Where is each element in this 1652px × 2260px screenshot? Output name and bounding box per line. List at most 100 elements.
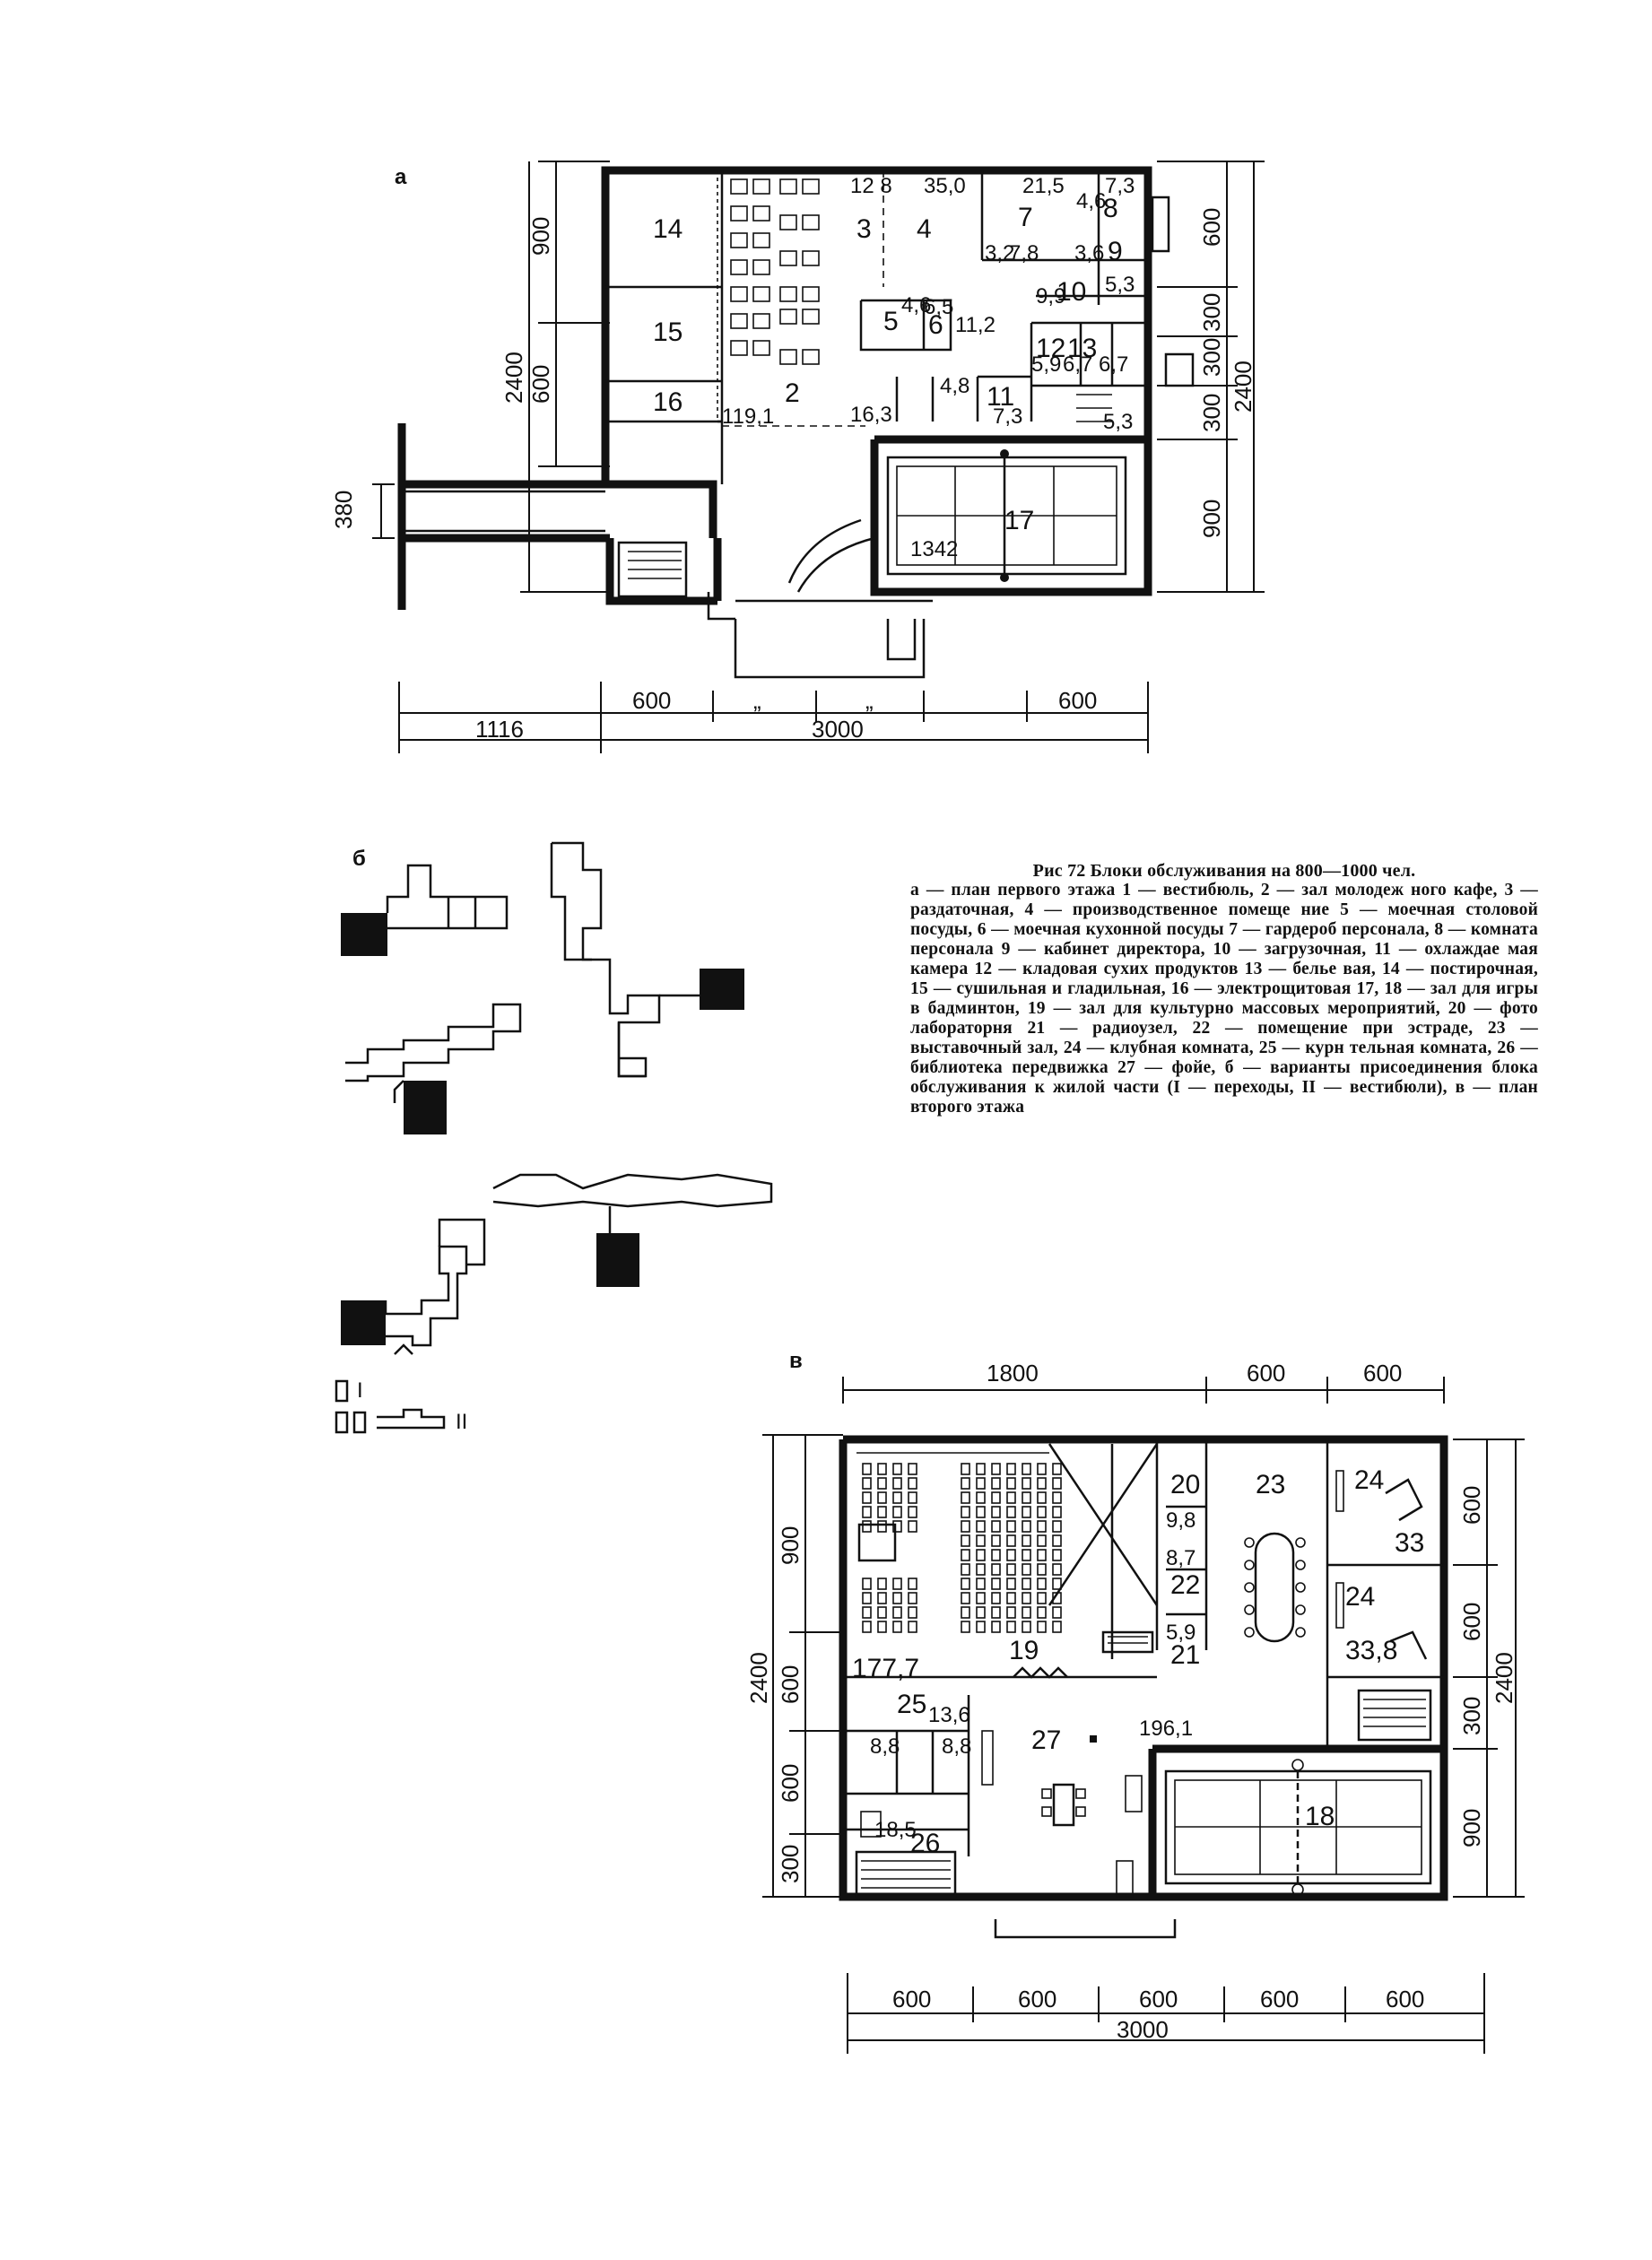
hall-seat: [1037, 1592, 1047, 1604]
plan-a-walls: [397, 166, 1152, 679]
hall-seat: [991, 1621, 1001, 1633]
hall-seat: [892, 1592, 902, 1604]
hall-seat: [961, 1606, 970, 1619]
variant-4: [341, 1218, 486, 1355]
plan-c-hall-seats: [856, 1443, 1159, 1679]
dim-left-2400: 2400: [745, 1652, 772, 1704]
hall-seat: [1037, 1506, 1047, 1518]
variant-3: [492, 1173, 773, 1287]
dim-bottom-600-3: 600: [1139, 1986, 1178, 2012]
hall-seat: [961, 1549, 970, 1561]
area-small-r: 8,8: [942, 1734, 971, 1759]
hall-seat: [1006, 1477, 1016, 1490]
dim-right-600a: 600: [1458, 1486, 1485, 1525]
dim-bottom-ditto-a: „: [753, 687, 761, 714]
area-10: 9,9: [1036, 284, 1065, 309]
hall-seat: [892, 1506, 902, 1518]
plan-a: а: [330, 161, 1265, 753]
area-26: 18,5: [874, 1818, 917, 1842]
hall-seat: [1006, 1506, 1016, 1518]
hall-seat: [862, 1621, 872, 1633]
room-12: 12: [1036, 334, 1065, 363]
hall-seat: [892, 1477, 902, 1490]
room-7: 7: [1018, 203, 1033, 232]
hall-seat: [1037, 1606, 1047, 1619]
hall-seat: [961, 1563, 970, 1576]
hall-seat: [1006, 1606, 1016, 1619]
hall-seat: [1022, 1491, 1031, 1504]
plan-a-dimensions: 900 2400 600 380 600 300 300 300 2400 90…: [330, 161, 1265, 753]
hall-seat: [908, 1606, 917, 1619]
hall-seat: [991, 1477, 1001, 1490]
hall-seat: [1037, 1520, 1047, 1533]
area-16-3: 16,3: [850, 403, 892, 427]
area-4-8: 4,8: [940, 374, 969, 398]
room-5: 5: [883, 307, 899, 336]
hall-seat: [862, 1578, 872, 1590]
hall-seat: [976, 1491, 986, 1504]
dim-right-2400: 2400: [1491, 1652, 1517, 1704]
hall-seat: [1022, 1463, 1031, 1475]
room-9: 9: [1108, 237, 1123, 266]
hall-seat: [991, 1606, 1001, 1619]
room-26: 26: [910, 1829, 940, 1858]
hall-seat: [1052, 1477, 1062, 1490]
hall-seat: [961, 1491, 970, 1504]
hall-seat: [976, 1592, 986, 1604]
area-24a: 33: [1395, 1528, 1424, 1558]
figure-caption: Рис 72 Блоки обслуживания на 800—1000 че…: [910, 861, 1538, 1117]
hall-seat: [1022, 1549, 1031, 1561]
plan-a-stairs: [617, 196, 1195, 598]
hall-seat: [1052, 1491, 1062, 1504]
area-6: 6,5: [924, 295, 953, 319]
area-small-c: 5,3: [1105, 273, 1135, 297]
dim-bottom-600-1: 600: [892, 1986, 931, 2012]
plan-a-corridor: [402, 490, 605, 533]
dim-bottom-600a: 600: [632, 687, 671, 714]
hall-seat: [1052, 1534, 1062, 1547]
plan-c-areas: 9,8 8,7 5,9 33 33,8 177,7 13,6 8,8 8,8 1…: [852, 1508, 1424, 1842]
area-11-2: 11,2: [955, 313, 996, 337]
hall-seat: [908, 1506, 917, 1518]
room-16: 16: [653, 387, 683, 417]
hall-seat: [877, 1506, 887, 1518]
dim-top-1800: 1800: [987, 1360, 1039, 1386]
dim-left-600a: 600: [777, 1665, 804, 1704]
hall-seat: [991, 1592, 1001, 1604]
area-24b: 33,8: [1345, 1636, 1397, 1665]
dim-bottom-600b: 600: [1058, 687, 1097, 714]
hall-seat: [877, 1477, 887, 1490]
hall-seat: [961, 1520, 970, 1533]
area-3: 12 8: [850, 174, 892, 198]
plan-a-partitions: [605, 170, 1148, 484]
dim-right-300c: 300: [1198, 394, 1225, 432]
dim-top-600b: 600: [1363, 1360, 1402, 1386]
hall-seat: [908, 1520, 917, 1533]
area-8: 7,3: [1105, 174, 1135, 198]
area-small-b: 3,6: [1074, 241, 1104, 265]
plan-b-legend: I II: [335, 1378, 467, 1434]
room-15: 15: [653, 317, 683, 347]
hall-seat: [862, 1477, 872, 1490]
area-21: 5,9: [1166, 1621, 1196, 1645]
hall-seat: [961, 1506, 970, 1518]
hall-seat: [1022, 1592, 1031, 1604]
hall-seat: [976, 1621, 986, 1633]
legend-I: I: [357, 1378, 363, 1403]
hall-seat: [1006, 1534, 1016, 1547]
hall-seat: [892, 1606, 902, 1619]
hall-seat: [976, 1520, 986, 1533]
hall-seat: [1006, 1491, 1016, 1504]
hall-seat: [1022, 1621, 1031, 1633]
dim-left-2400: 2400: [500, 352, 527, 404]
dim-left-600: 600: [527, 365, 554, 404]
room-23: 23: [1256, 1470, 1285, 1499]
dim-left-380: 380: [330, 491, 357, 529]
plan-c-dimensions: 1800 600 600 2400 900 600 600 300 600 60…: [745, 1360, 1525, 2054]
hall-seat: [892, 1621, 902, 1633]
hall-seat: [976, 1606, 986, 1619]
plan-a-areas: 12 8 35,0 21,5 7,3 4,6 3,6 5,3 9,9 11,2 …: [722, 174, 1135, 561]
hall-seat: [991, 1506, 1001, 1518]
plan-c-foyer-furniture: [1041, 1735, 1143, 1898]
room-11: 11: [987, 382, 1014, 412]
